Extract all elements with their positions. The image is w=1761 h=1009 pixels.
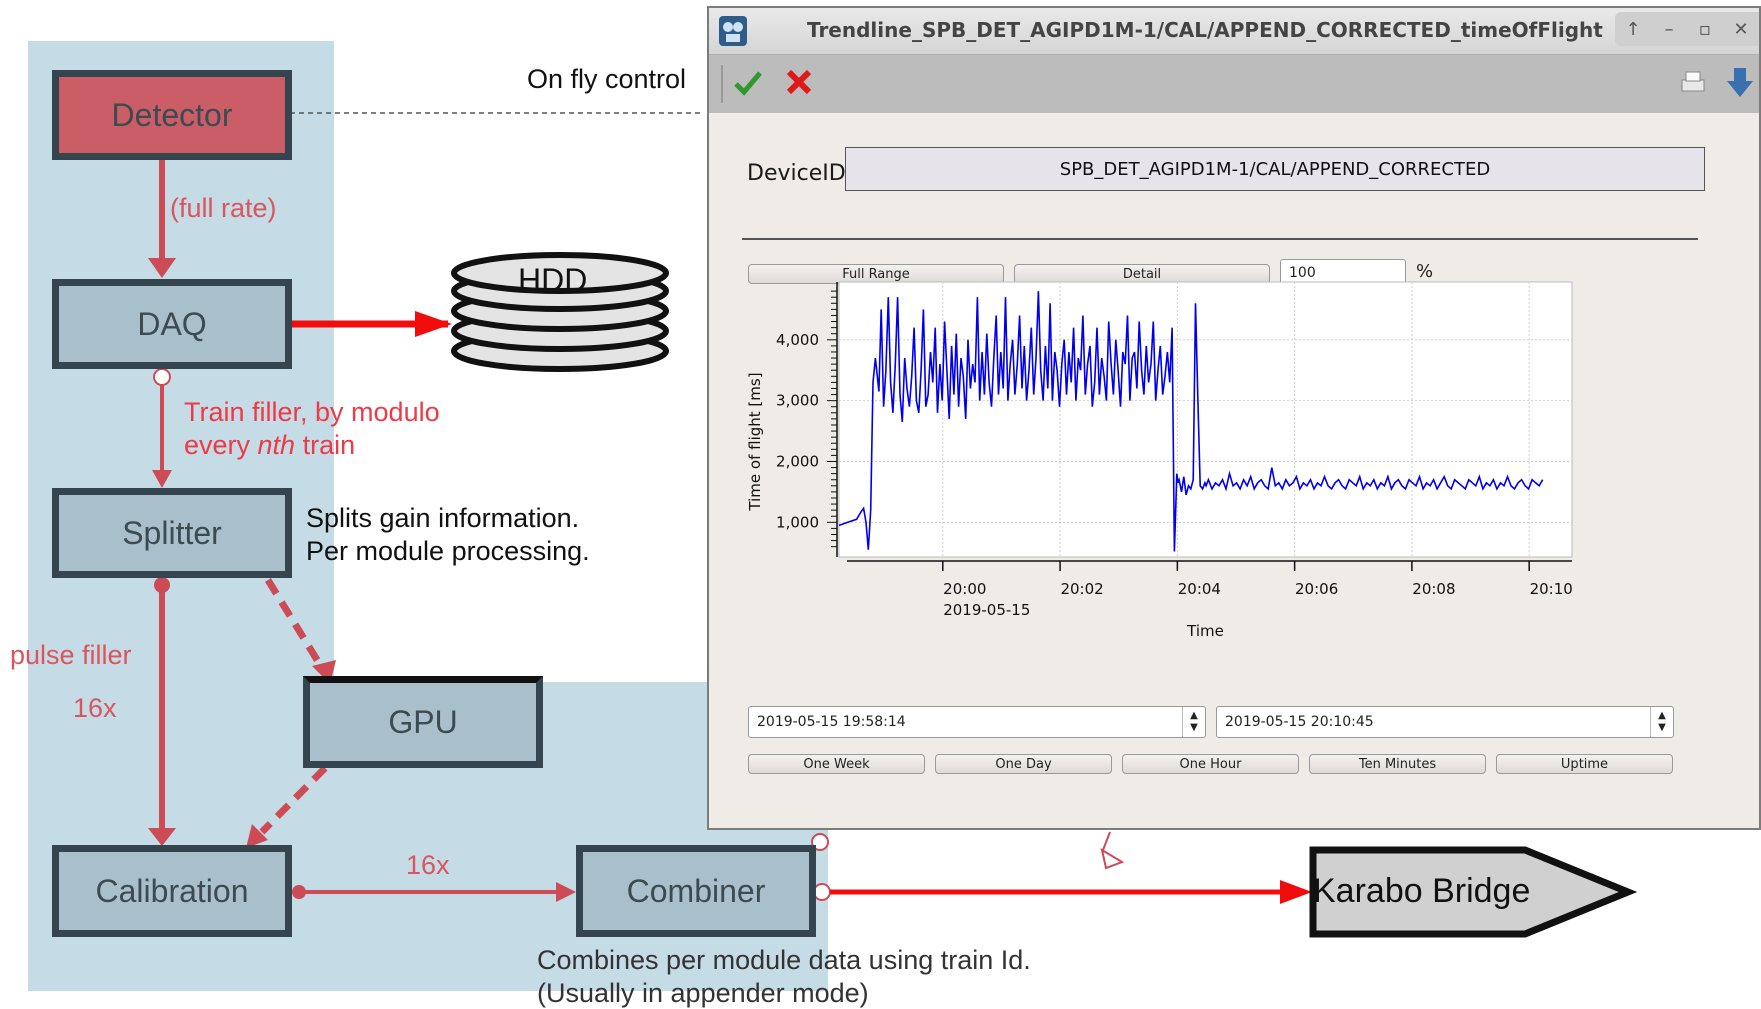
train-filler-every: every	[184, 430, 258, 460]
gpu-calibration-arrow	[259, 765, 328, 835]
y-tick-label: 2,000	[776, 452, 819, 470]
range-button-uptime[interactable]: Uptime	[1496, 754, 1673, 774]
detector-node: Detector	[52, 70, 292, 160]
time-of-flight-series-line	[838, 291, 1544, 552]
window-maximize-icon[interactable]: ▫	[1698, 18, 1712, 40]
percent-symbol: %	[1416, 261, 1434, 282]
y-axis-label: Time of flight [ms]	[746, 372, 764, 511]
full-rate-label: (full rate)	[170, 193, 277, 223]
window-minimize-icon[interactable]: –	[1664, 18, 1674, 40]
toolbar-grip	[721, 65, 723, 103]
y-tick-label: 3,000	[776, 392, 819, 410]
trendline-window: Trendline_SPB_DET_AGIPD1M-1/CAL/APPEND_C…	[707, 6, 1761, 830]
window-title: Trendline_SPB_DET_AGIPD1M-1/CAL/APPEND_C…	[807, 18, 1603, 42]
x-tick-label: 20:04	[1178, 580, 1221, 598]
hdd-label: HDD	[518, 262, 588, 298]
y-tick-label: 1,000	[776, 513, 819, 531]
checkmark-icon[interactable]	[733, 69, 763, 97]
combiner-node: Combiner	[576, 845, 816, 937]
splits-label-1: Splits gain information.	[306, 503, 580, 533]
window-content: DeviceID SPB_DET_AGIPD1M-1/CAL/APPEND_CO…	[709, 113, 1759, 828]
separator-line	[742, 238, 1698, 240]
range-button-one-hour[interactable]: One Hour	[1122, 754, 1299, 774]
x-axis-label: Time	[1186, 622, 1224, 640]
start-time-spinner-icon[interactable]: ▲▼	[1182, 707, 1205, 737]
karabo-bridge-shape	[1309, 846, 1638, 938]
hdd-icon	[451, 252, 669, 372]
splitter-gpu-arrow	[265, 578, 325, 670]
x-tick-label: 20:08	[1412, 580, 1455, 598]
x-tick-label: 20:00	[943, 580, 986, 598]
device-id-field[interactable]: SPB_DET_AGIPD1M-1/CAL/APPEND_CORRECTED	[845, 147, 1705, 191]
window-toolbar	[709, 55, 1759, 113]
splitter-node: Splitter	[52, 488, 292, 578]
printer-icon[interactable]	[1679, 69, 1707, 97]
start-time-input[interactable]: 2019-05-15 19:58:14 ▲▼	[748, 706, 1206, 738]
pulse-filler-label: pulse filler	[10, 640, 132, 670]
combines-label-1: Combines per module data using train Id.	[537, 945, 1031, 975]
full-range-button[interactable]: Full Range	[748, 264, 1004, 284]
karabo-bridge-label: Karabo Bridge	[1313, 872, 1531, 910]
calibration-node: Calibration	[52, 845, 292, 937]
x16-left-label: 16x	[73, 693, 117, 723]
gpu-node: GPU	[303, 676, 543, 768]
train-filler-nth: nth	[257, 430, 296, 460]
window-close-icon[interactable]: ✕	[1733, 18, 1749, 40]
end-time-value: 2019-05-15 20:10:45	[1225, 714, 1374, 730]
x-tick-label: 20:10	[1530, 580, 1573, 598]
range-button-one-week[interactable]: One Week	[748, 754, 925, 774]
splits-label-2: Per module processing.	[306, 536, 590, 566]
x16-mid-label: 16x	[406, 850, 450, 880]
device-id-label: DeviceID	[747, 161, 846, 186]
red-x-icon[interactable]	[785, 68, 813, 96]
window-titlebar[interactable]: Trendline_SPB_DET_AGIPD1M-1/CAL/APPEND_C…	[709, 8, 1759, 55]
karabo-app-icon	[719, 16, 747, 46]
train-filler-label-1: Train filler, by modulo	[184, 397, 440, 427]
end-time-input[interactable]: 2019-05-15 20:10:45 ▲▼	[1216, 706, 1674, 738]
x-tick-sublabel: 2019-05-15	[943, 601, 1030, 619]
trendline-chart[interactable]: 1,000 2,000 3,000 4,000 20:00 2019-05-15 20:02…	[734, 278, 1734, 648]
y-tick-label: 4,000	[776, 331, 819, 349]
combines-label-2: (Usually in appender mode)	[537, 978, 869, 1008]
window-controls: ↑ – ▫ ✕	[1615, 12, 1759, 46]
train-filler-train: train	[295, 430, 356, 460]
start-time-value: 2019-05-15 19:58:14	[757, 714, 906, 730]
train-filler-label-2: every nth train	[184, 430, 355, 461]
plot-area	[838, 281, 1573, 558]
end-time-spinner-icon[interactable]: ▲▼	[1650, 707, 1673, 737]
range-button-one-day[interactable]: One Day	[935, 754, 1112, 774]
download-icon[interactable]	[1725, 65, 1755, 99]
range-button-ten-minutes[interactable]: Ten Minutes	[1309, 754, 1486, 774]
on-fly-control-label: On fly control	[527, 64, 687, 94]
x-tick-label: 20:06	[1295, 580, 1338, 598]
window-up-icon[interactable]: ↑	[1625, 18, 1641, 40]
x-tick-label: 20:02	[1060, 580, 1103, 598]
daq-node: DAQ	[52, 279, 292, 369]
